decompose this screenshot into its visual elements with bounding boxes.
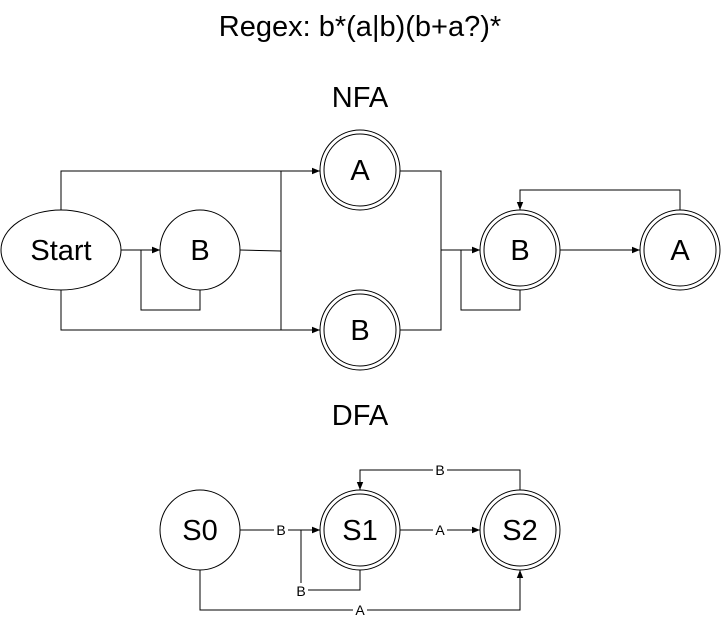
dfa-edge-s1-loop-label: B — [296, 583, 305, 599]
nfa-edge-aopt-to-bplus — [516, 189, 681, 210]
nfa-edge-b-self-loop — [140, 246, 201, 311]
nfa-states: Start B A B B A — [0, 129, 721, 371]
nfa-state-start-label: Start — [30, 235, 91, 267]
dfa-edge-labels: B B A B A — [274, 462, 447, 618]
dfa-state-s0: S0 — [159, 489, 241, 571]
diagram-title: Regex: b*(a|b)(b+a?)* — [219, 11, 501, 43]
nfa-edges — [60, 167, 681, 334]
dfa-state-s1-label: S1 — [342, 515, 377, 547]
nfa-state-b-plus-label: B — [510, 235, 529, 267]
dfa-state-s1: S1 — [319, 489, 401, 571]
nfa-edge-bplus-self-loop — [460, 246, 521, 311]
dfa-edge-s2-s1-label: B — [435, 462, 444, 478]
nfa-edge-a-to-merge — [400, 170, 442, 250]
nfa-state-b-loop-label: B — [190, 235, 209, 267]
nfa-state-b-loop: B — [159, 209, 241, 291]
nfa-state-a-final-label: A — [350, 155, 370, 187]
nfa-state-start: Start — [0, 209, 122, 291]
nfa-state-a-opt: A — [639, 209, 721, 291]
nfa-edge-b-to-bus — [239, 249, 282, 252]
dfa-edge-s0-s1-label: B — [276, 522, 285, 538]
dfa-states: S0 S1 S2 — [159, 489, 561, 571]
nfa-state-a-final: A — [319, 129, 401, 211]
nfa-state-a-opt-label: A — [670, 235, 690, 267]
nfa-edge-b-to-merge — [400, 250, 442, 331]
dfa-state-s0-label: S0 — [182, 515, 217, 547]
dfa-edge-s0-s2-label: A — [355, 602, 365, 618]
nfa-edge-start-bottom — [60, 286, 281, 331]
dfa-state-s2: S2 — [479, 489, 561, 571]
nfa-state-b-final: B — [319, 289, 401, 371]
nfa-heading: NFA — [332, 82, 389, 114]
nfa-state-b-final-label: B — [350, 315, 369, 347]
dfa-edge-s1-s2-label: A — [435, 522, 445, 538]
dfa-state-s2-label: S2 — [502, 515, 537, 547]
dfa-heading: DFA — [332, 400, 389, 432]
nfa-edge-start-top — [60, 170, 281, 215]
nfa-state-b-plus: B — [479, 209, 561, 291]
